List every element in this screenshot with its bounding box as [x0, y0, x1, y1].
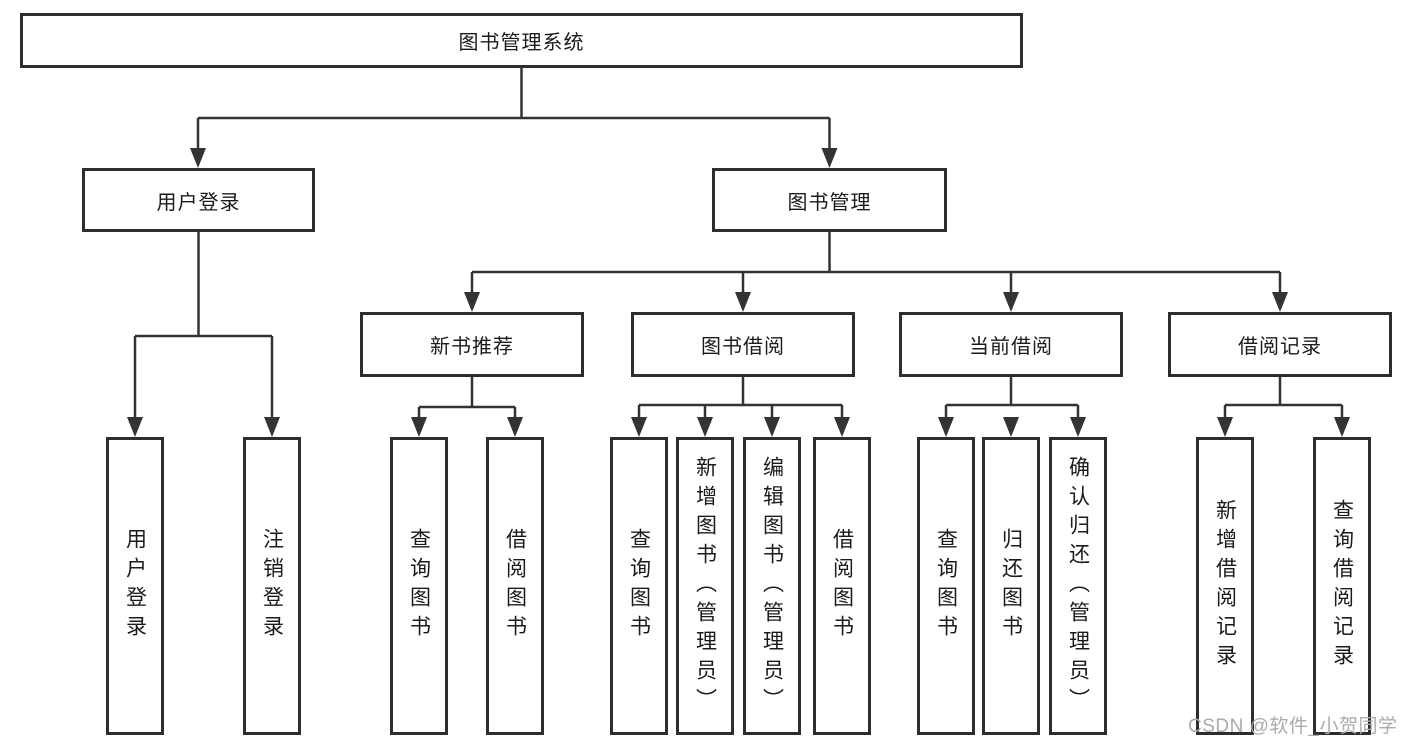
node-label: 图书管理系统 — [458, 32, 585, 54]
leaf-query-books-current: 查询图书 — [917, 437, 975, 735]
node-label: 查询图书 — [407, 528, 431, 644]
node-user-login: 用户登录 — [82, 168, 315, 232]
arrowheads — [127, 148, 1350, 437]
node-label: 新增借阅记录 — [1213, 499, 1237, 673]
node-book-management: 图书管理 — [712, 168, 947, 232]
leaf-user-login: 用户登录 — [106, 437, 164, 735]
node-label: 用户登录 — [123, 528, 147, 644]
node-label: 编辑图书（管理员） — [760, 455, 784, 717]
node-label: 借阅图书 — [830, 528, 854, 644]
node-label: 查询图书 — [934, 528, 958, 644]
node-label: 图书管理 — [787, 191, 872, 214]
node-label: 借阅图书 — [503, 528, 527, 644]
leaf-add-borrow-record: 新增借阅记录 — [1196, 437, 1254, 735]
csdn-watermark: CSDN @软件_小贺同学 — [1188, 716, 1398, 737]
node-book-borrowing: 图书借阅 — [631, 312, 855, 377]
leaf-logout: 注销登录 — [243, 437, 301, 735]
leaf-borrow-books: 借阅图书 — [813, 437, 871, 735]
leaf-return-book: 归还图书 — [982, 437, 1040, 735]
leaf-borrow-books-recommend: 借阅图书 — [486, 437, 544, 735]
node-label: 新书推荐 — [430, 336, 514, 358]
node-label: 新增图书（管理员） — [693, 455, 717, 717]
node-label: 归还图书 — [999, 528, 1023, 644]
node-label: 借阅记录 — [1238, 336, 1322, 358]
leaf-query-books-borrowing: 查询图书 — [610, 437, 668, 735]
node-new-book-recommend: 新书推荐 — [360, 312, 584, 377]
node-label: 注销登录 — [260, 528, 284, 644]
node-label: 查询借阅记录 — [1330, 499, 1354, 673]
leaf-query-books-recommend: 查询图书 — [390, 437, 448, 735]
node-current-borrowing: 当前借阅 — [899, 312, 1123, 377]
leaf-add-book-admin: 新增图书（管理员） — [676, 437, 734, 735]
node-label: 确认归还（管理员） — [1066, 455, 1090, 717]
leaf-confirm-return-admin: 确认归还（管理员） — [1049, 437, 1107, 735]
node-label: 查询图书 — [627, 528, 651, 644]
leaf-edit-book-admin: 编辑图书（管理员） — [743, 437, 801, 735]
node-label: 用户登录 — [156, 191, 241, 214]
leaf-query-borrow-record: 查询借阅记录 — [1313, 437, 1371, 735]
node-borrowing-records: 借阅记录 — [1168, 312, 1392, 377]
node-label: 当前借阅 — [969, 336, 1053, 358]
node-label: 图书借阅 — [701, 336, 785, 358]
node-library-management-system: 图书管理系统 — [20, 13, 1023, 68]
